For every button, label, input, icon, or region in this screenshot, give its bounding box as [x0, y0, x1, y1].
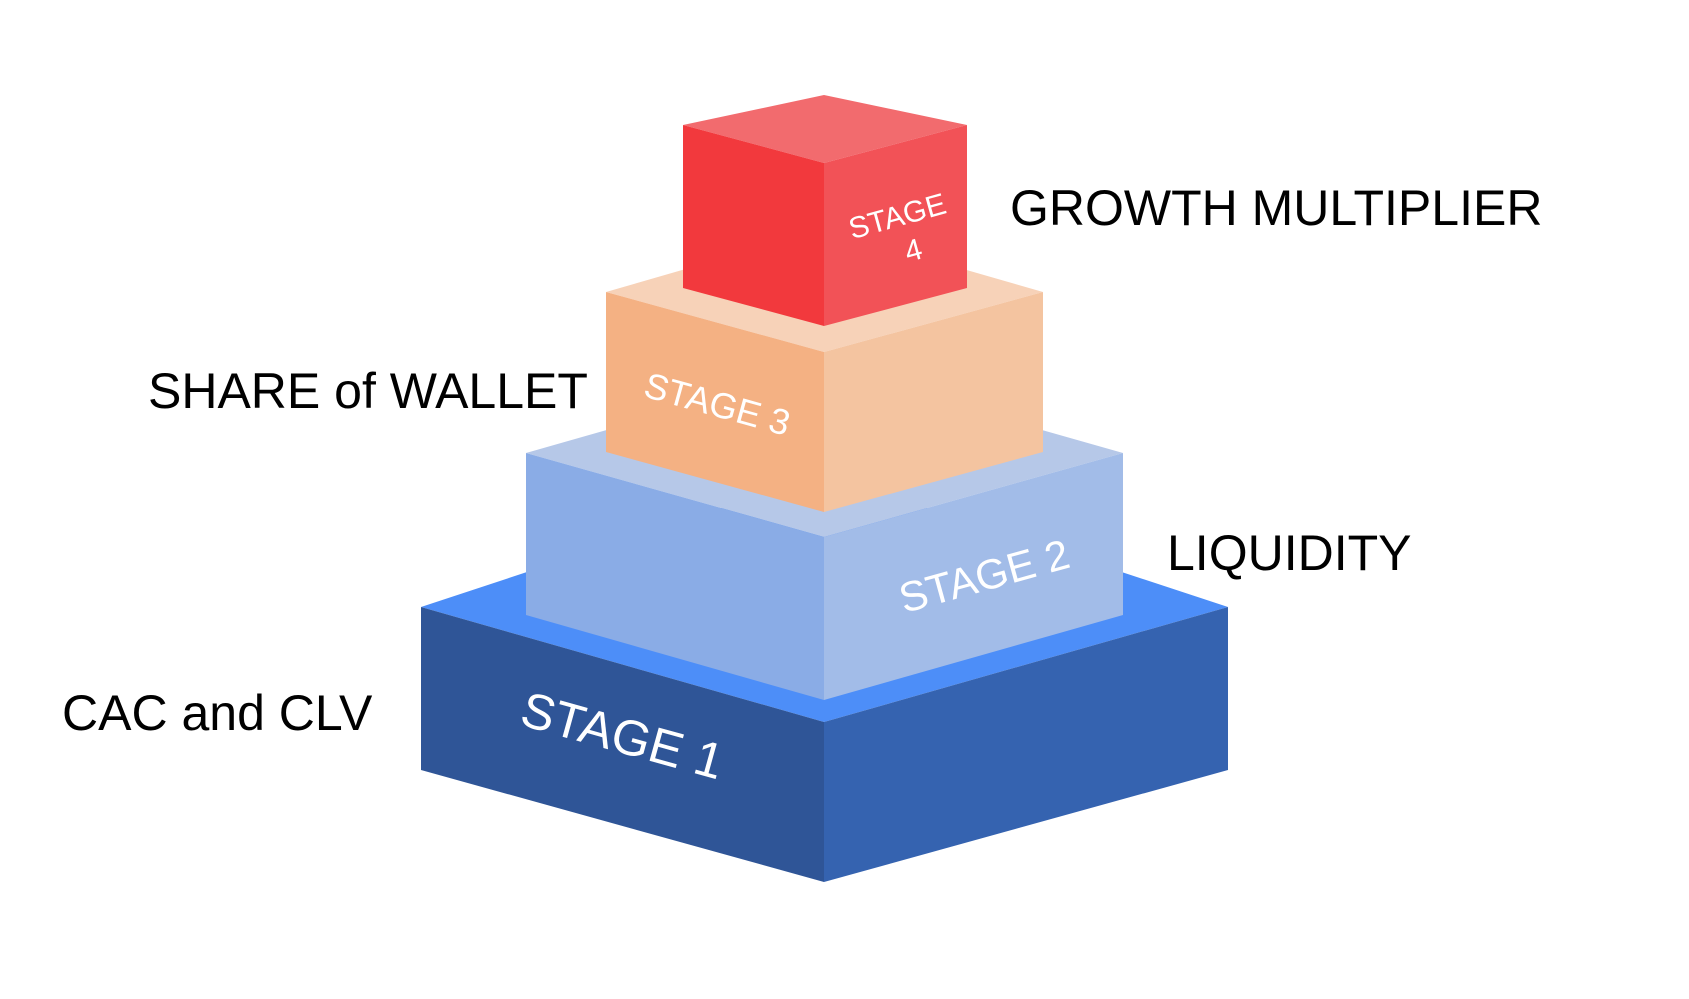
stage-1-right-face — [824, 607, 1228, 882]
stage-3-left-face — [606, 292, 824, 512]
stage-4-top-face — [683, 95, 967, 163]
stage-1-left-face — [421, 607, 824, 882]
stage-4-side-label: GROWTH MULTIPLIER — [1010, 180, 1542, 236]
stage-3-right-face — [824, 292, 1043, 512]
stage-4-left-face — [683, 125, 824, 326]
stage-4-block: STAGE 4 — [683, 95, 967, 326]
stage-2-right-face — [824, 453, 1123, 700]
stage-1-side-label: CAC and CLV — [62, 685, 373, 741]
stage-2-left-face — [526, 453, 824, 700]
stage-4-right-face — [824, 125, 967, 326]
stage-3-side-label: SHARE of WALLET — [148, 363, 588, 419]
stage-2-side-label: LIQUIDITY — [1167, 525, 1411, 581]
